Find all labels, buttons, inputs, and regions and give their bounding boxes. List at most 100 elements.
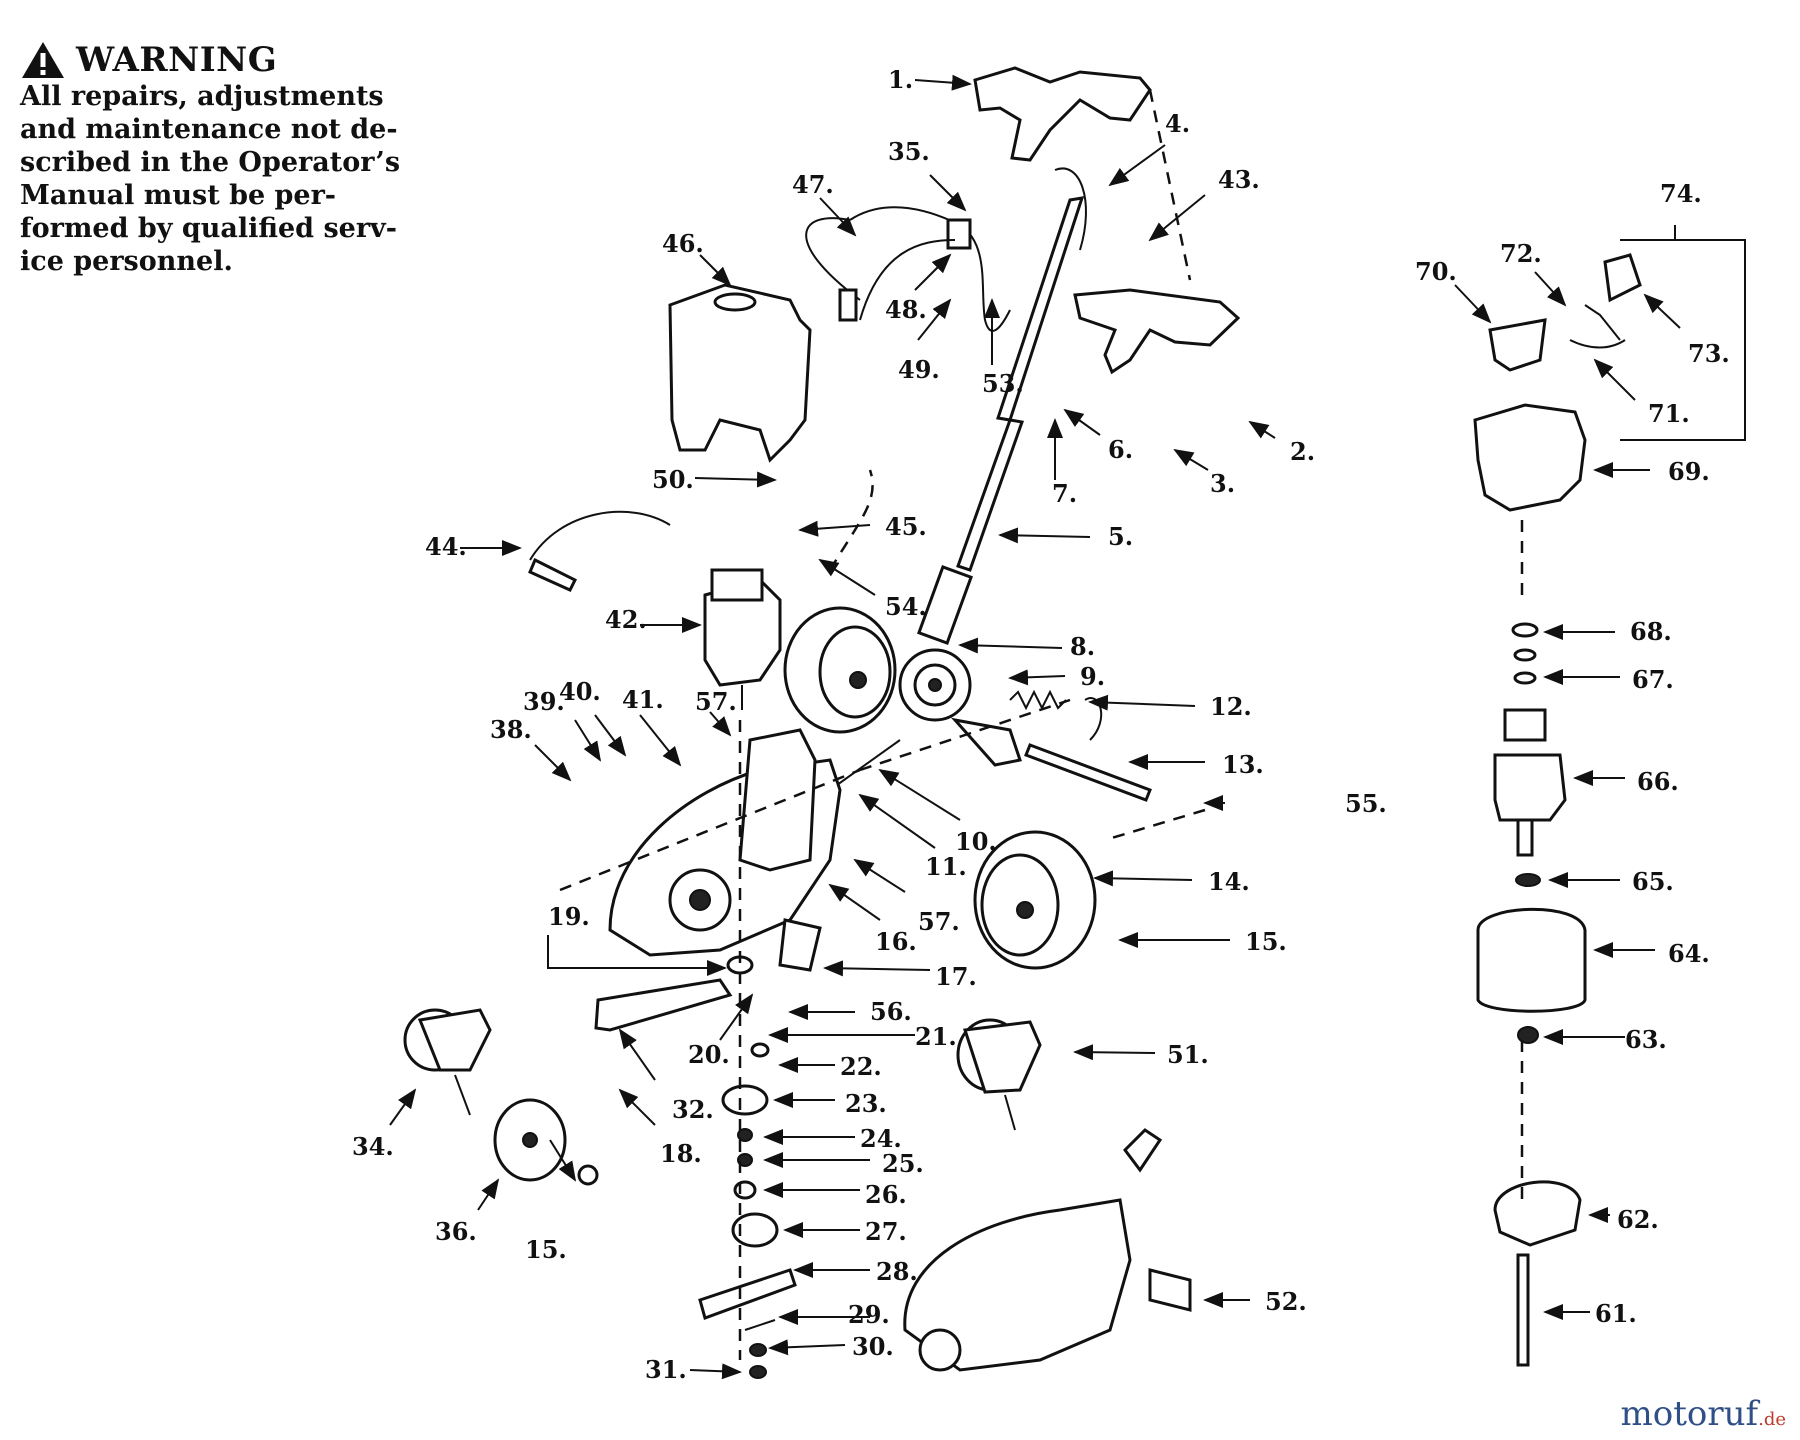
part-number-label: 43. xyxy=(1218,165,1260,194)
part-number-label: 11. xyxy=(925,852,967,881)
part-number-label: 50. xyxy=(652,465,694,494)
part-number-label: 73. xyxy=(1688,339,1730,368)
bearing-34 xyxy=(403,1008,492,1116)
warning-notice: WARNING All repairs, adjustments and mai… xyxy=(20,40,420,278)
field-housing-64 xyxy=(1476,907,1587,1013)
part-number-label: 17. xyxy=(935,962,977,991)
wheel-front-14 xyxy=(973,830,1097,970)
blade-28 xyxy=(698,1268,797,1320)
part-number-label: 72. xyxy=(1500,239,1542,268)
warning-line: Manual must be per- xyxy=(20,180,337,211)
part-number-label: 44. xyxy=(425,532,467,561)
handle-top xyxy=(973,66,1152,162)
part-number-label: 14. xyxy=(1208,867,1250,896)
rod-13 xyxy=(1024,743,1152,802)
part-number-label: 35. xyxy=(888,137,930,166)
guard-plate-32 xyxy=(594,978,733,1032)
part-number-label: 45. xyxy=(885,512,927,541)
motor-cover xyxy=(668,283,812,463)
part-number-label: 47. xyxy=(792,170,834,199)
bearing-8 xyxy=(898,648,972,722)
blade-bolt-stack xyxy=(744,1319,776,1379)
part-number-label: 29. xyxy=(848,1300,890,1329)
part-number-label: 2. xyxy=(1290,437,1315,466)
handle-shaft xyxy=(917,196,1085,645)
part-number-label: 69. xyxy=(1668,457,1710,486)
part-number-label: 12. xyxy=(1210,692,1252,721)
part-number-labels: 1.2.3.4.5.6.7.8.9.10.11.12.13.14.15.15.1… xyxy=(352,65,1730,1384)
part-number-label: 7. xyxy=(1052,479,1077,508)
part-number-label: 63. xyxy=(1625,1025,1667,1054)
end-cap-69 xyxy=(1473,403,1587,512)
part-number-label: 53. xyxy=(982,369,1024,398)
hose-clamp-44 xyxy=(528,510,671,592)
part-number-label: 34. xyxy=(352,1132,394,1161)
main-housing xyxy=(608,728,842,957)
bearing-parts-stack xyxy=(721,955,779,1248)
part-number-label: 67. xyxy=(1632,665,1674,694)
bearing-51 xyxy=(956,1018,1042,1131)
part-number-label: 64. xyxy=(1668,939,1710,968)
part-number-label: 26. xyxy=(865,1180,907,1209)
depth-adjust-arm xyxy=(950,717,1022,767)
warning-line: ice personnel. xyxy=(20,246,233,277)
part-number-label: 57. xyxy=(695,687,737,716)
wheel-rear xyxy=(783,606,897,734)
part-number-label: 31. xyxy=(645,1355,687,1384)
warning-line: formed by qualified serv- xyxy=(20,213,397,244)
part-number-label: 23. xyxy=(845,1089,887,1118)
part-number-label: 25. xyxy=(882,1149,924,1178)
part-number-label: 46. xyxy=(662,229,704,258)
part-number-label: 9. xyxy=(1080,662,1105,691)
part-number-label: 10. xyxy=(955,827,997,856)
warning-line: and maintenance not de- xyxy=(20,114,398,145)
leader-arrows xyxy=(389,74,1681,1380)
part-number-label: 6. xyxy=(1108,435,1133,464)
switch-cord xyxy=(849,167,1087,332)
part-number-label: 41. xyxy=(622,685,664,714)
part-number-label: 18. xyxy=(660,1139,702,1168)
part-number-label: 22. xyxy=(840,1052,882,1081)
part-number-label: 5. xyxy=(1108,522,1133,551)
part-number-label: 8. xyxy=(1070,632,1095,661)
warning-line: All repairs, adjustments xyxy=(20,81,384,112)
part-number-label: 61. xyxy=(1595,1299,1637,1328)
pin-10 xyxy=(829,739,901,791)
part-number-label: 42. xyxy=(605,605,647,634)
part-number-label: 4. xyxy=(1165,109,1190,138)
part-number-label: 15. xyxy=(1245,927,1287,956)
brush-73 xyxy=(1569,253,1642,349)
part-number-label: 48. xyxy=(885,295,927,324)
part-number-label: 1. xyxy=(888,65,913,94)
part-number-label: 62. xyxy=(1617,1205,1659,1234)
part-number-label: 32. xyxy=(672,1095,714,1124)
warning-header: WARNING xyxy=(20,40,420,80)
part-number-label: 3. xyxy=(1210,469,1235,498)
part-number-label: 55. xyxy=(1345,789,1387,818)
part-number-label: 52. xyxy=(1265,1287,1307,1316)
part-number-label: 68. xyxy=(1630,617,1672,646)
part-number-label: 65. xyxy=(1632,867,1674,896)
part-number-label: 30. xyxy=(852,1332,894,1361)
bracket-74 xyxy=(1620,239,1746,441)
watermark-logo: motoruf.de xyxy=(1621,1394,1786,1434)
warning-line: scribed in the Operator’s xyxy=(20,147,401,178)
part-number-label: 57. xyxy=(918,907,960,936)
assembly-lines xyxy=(559,89,1524,1360)
part-number-label: 70. xyxy=(1415,257,1457,286)
part-number-label: 39. xyxy=(523,687,565,716)
part-number-label: 74. xyxy=(1660,179,1702,208)
warning-triangle-icon xyxy=(22,42,64,78)
part-number-label: 21. xyxy=(915,1022,957,1051)
bracket-17 xyxy=(778,918,822,972)
part-number-label: 27. xyxy=(865,1217,907,1246)
part-number-label: 40. xyxy=(559,677,601,706)
part-number-label: 20. xyxy=(688,1040,730,1069)
part-number-label: 51. xyxy=(1167,1040,1209,1069)
armature-66 xyxy=(1493,708,1567,857)
wheel-36 xyxy=(493,1098,599,1186)
part-number-label: 16. xyxy=(875,927,917,956)
bracket-19 xyxy=(547,935,727,976)
part-number-label: 71. xyxy=(1648,399,1690,428)
